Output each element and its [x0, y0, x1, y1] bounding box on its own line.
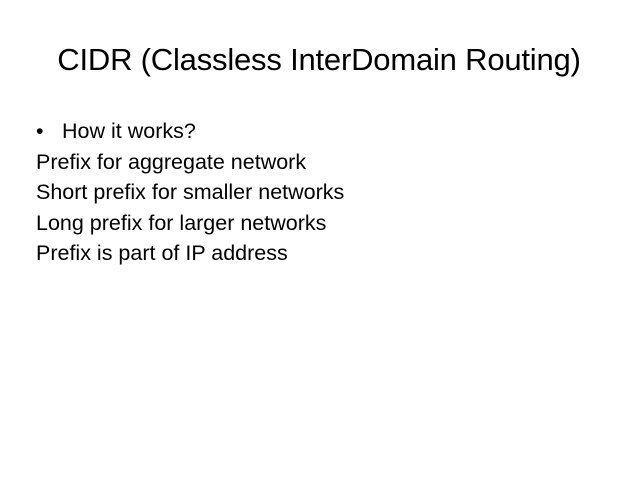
body-line: Prefix for aggregate network	[36, 149, 307, 174]
bullet-text: How it works?	[62, 119, 196, 143]
bullet-item: • How it works?	[36, 118, 626, 149]
body-line: Long prefix for larger networks	[36, 210, 327, 235]
bullet-icon: •	[36, 119, 44, 143]
slide-title: CIDR (Classless InterDomain Routing)	[57, 42, 581, 77]
slide-body: • How it works? Prefix for aggregate net…	[36, 118, 626, 271]
body-line: Short prefix for smaller networks	[36, 180, 345, 204]
body-line: Prefix is part of IP address	[36, 241, 288, 265]
